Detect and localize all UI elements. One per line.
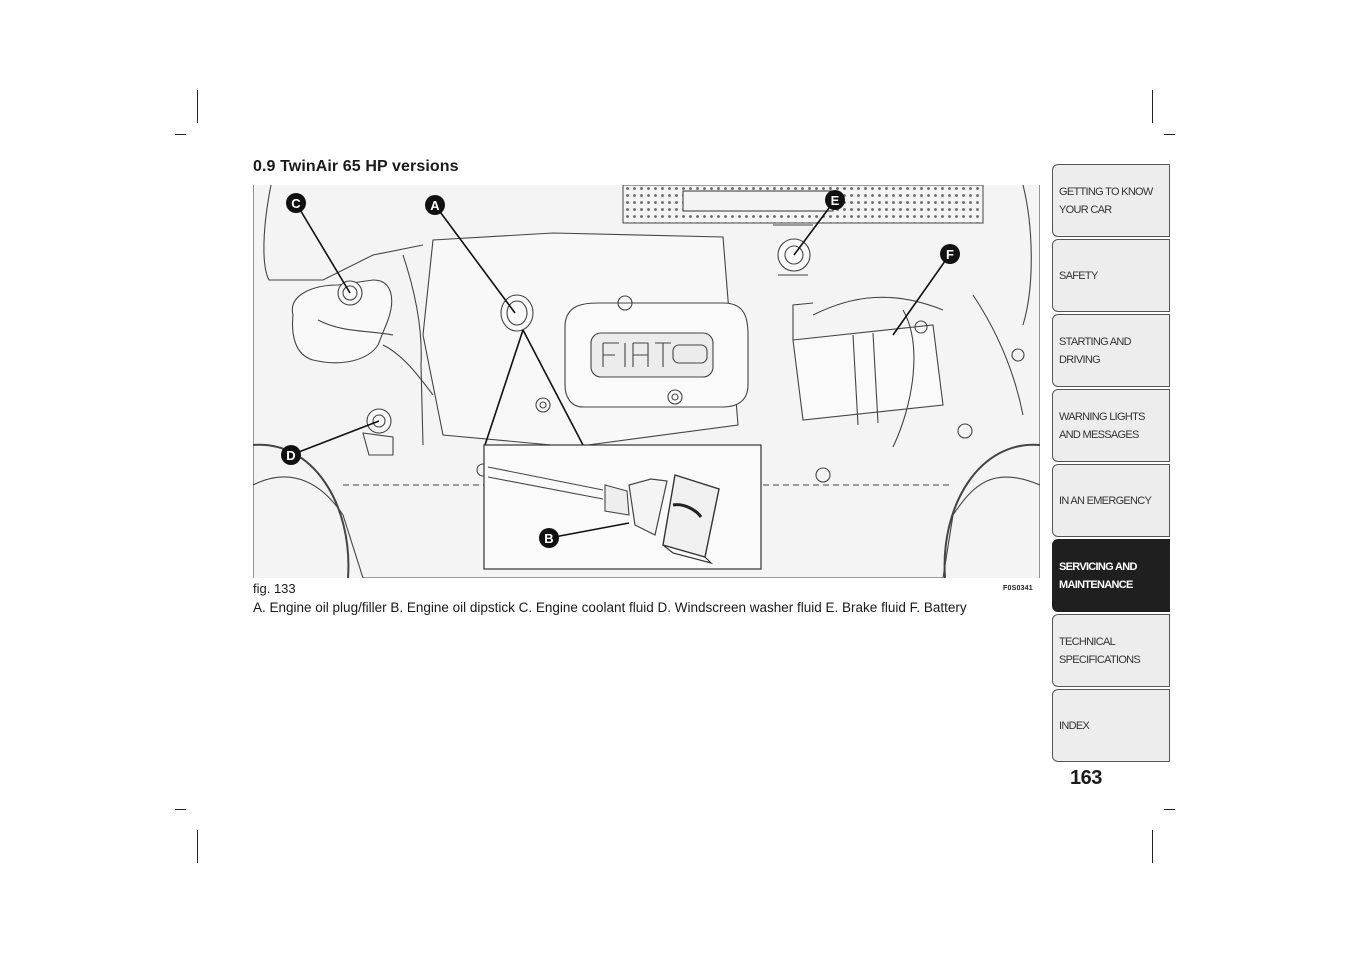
callout-badge-label: B (544, 531, 553, 546)
callout-badge-label: E (831, 193, 840, 208)
tab-safety[interactable]: SAFETY (1052, 239, 1170, 312)
figure-code: F0S0341 (1003, 585, 1033, 592)
callout-badge-d: D (281, 445, 301, 465)
callout-badge-a: A (425, 195, 445, 215)
tab-in-an-emergency[interactable]: IN AN EMERGENCY (1052, 464, 1170, 537)
callout-badge-label: D (286, 448, 295, 463)
callout-badge-e: E (825, 190, 845, 210)
callout-badge-f: F (940, 244, 960, 264)
callout-badge-c: C (286, 193, 306, 213)
page-number: 163 (1070, 767, 1102, 789)
crop-mark (175, 809, 186, 810)
tab-servicing-and-maintenance[interactable]: SERVICING AND MAINTENANCE (1052, 539, 1170, 612)
crop-mark (1152, 830, 1153, 863)
tab-index[interactable]: INDEX (1052, 689, 1170, 762)
crop-mark (1152, 90, 1153, 123)
tab-starting-and-driving[interactable]: STARTING AND DRIVING (1052, 314, 1170, 387)
crop-mark (1164, 809, 1175, 810)
tab-getting-to-know-your-car[interactable]: GETTING TO KNOW YOUR CAR (1052, 164, 1170, 237)
tab-technical-specifications[interactable]: TECHNICAL SPECIFICATIONS (1052, 614, 1170, 687)
engine-bay-illustration: A B C D E F (253, 185, 1040, 578)
callout-badge-label: A (430, 198, 440, 213)
callout-badge-label: F (946, 247, 954, 262)
crop-mark (1164, 134, 1175, 135)
crop-mark (197, 90, 198, 123)
callout-badge-label: C (291, 196, 301, 211)
callout-badge-b: B (539, 528, 559, 548)
tab-warning-lights-and-messages[interactable]: WARNING LIGHTS AND MESSAGES (1052, 389, 1170, 462)
section-title: 0.9 TwinAir 65 HP versions (253, 158, 459, 175)
crop-mark (175, 134, 186, 135)
figure-caption: A. Engine oil plug/filler B. Engine oil … (253, 600, 967, 615)
crop-mark (197, 830, 198, 863)
figure-number: fig. 133 (253, 581, 296, 596)
